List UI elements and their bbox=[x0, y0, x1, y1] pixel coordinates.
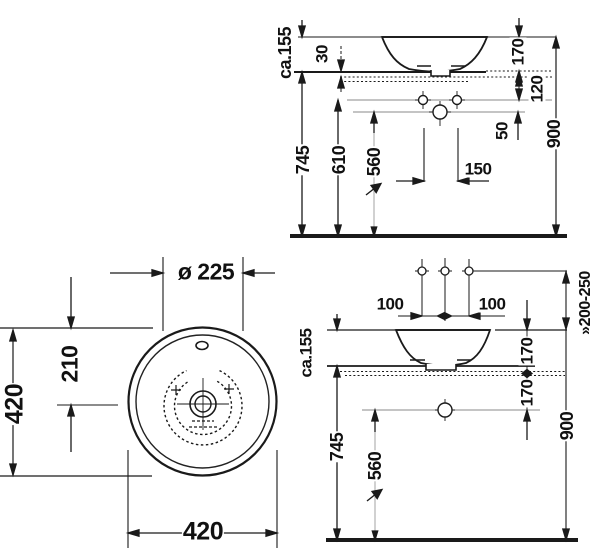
dim-label-560-front: 560 bbox=[365, 450, 385, 482]
front-view bbox=[326, 258, 578, 543]
dim-label-420-horizontal: 420 bbox=[181, 517, 225, 546]
side-view bbox=[290, 18, 567, 239]
dim-label-610: 610 bbox=[329, 144, 349, 176]
dim-label-900-side: 900 bbox=[544, 118, 564, 150]
wall-faucet-center bbox=[440, 266, 450, 276]
basin-foot bbox=[430, 70, 451, 77]
dim-label-900-front: 900 bbox=[557, 410, 577, 442]
dim-label-ca155-side: ca.155 bbox=[275, 25, 295, 81]
dim-label-210: 210 bbox=[56, 344, 83, 384]
dim-label-560-side: 560 bbox=[364, 146, 384, 178]
basin-side-outline bbox=[380, 36, 489, 73]
dim-label-420-vertical: 420 bbox=[0, 382, 29, 426]
drain-hole-side bbox=[432, 104, 448, 120]
top-view bbox=[0, 257, 280, 548]
dim-label-745-side: 745 bbox=[293, 144, 313, 176]
faucet-hole-right bbox=[451, 94, 463, 106]
dim-label-200-250: »200-250 bbox=[577, 270, 594, 336]
dim-label-170-upper: 170 bbox=[517, 336, 537, 366]
dim-label-ca155-front: ca.155 bbox=[296, 327, 316, 379]
dim-label-170-side: 170 bbox=[508, 37, 528, 67]
basin-foot-front bbox=[425, 364, 457, 371]
fitting-zone-outer bbox=[163, 369, 243, 446]
wall-faucet-right bbox=[464, 266, 474, 276]
dim-label-100-right: 100 bbox=[477, 294, 507, 314]
faucet-hole-left bbox=[417, 94, 429, 106]
fitting-zone-inner bbox=[173, 380, 233, 436]
dim-label-50: 50 bbox=[492, 121, 512, 141]
basin-top-outline bbox=[127, 326, 278, 477]
dim-label-diameter-225: ø 225 bbox=[176, 258, 236, 285]
drain-top-inner bbox=[194, 395, 212, 413]
wall-faucet-left bbox=[417, 266, 427, 276]
dim-label-150: 150 bbox=[463, 159, 493, 179]
overflow-hole bbox=[195, 340, 209, 351]
dim-label-30: 30 bbox=[312, 44, 332, 64]
dim-label-120: 120 bbox=[527, 74, 547, 104]
dim-label-745-front: 745 bbox=[327, 431, 347, 463]
drain-top-outer bbox=[189, 390, 217, 418]
dim-label-170-lower: 170 bbox=[517, 378, 537, 408]
basin-inner-rim bbox=[135, 334, 270, 469]
dim-label-100-left: 100 bbox=[375, 294, 405, 314]
drain-outlet-front bbox=[437, 402, 453, 418]
